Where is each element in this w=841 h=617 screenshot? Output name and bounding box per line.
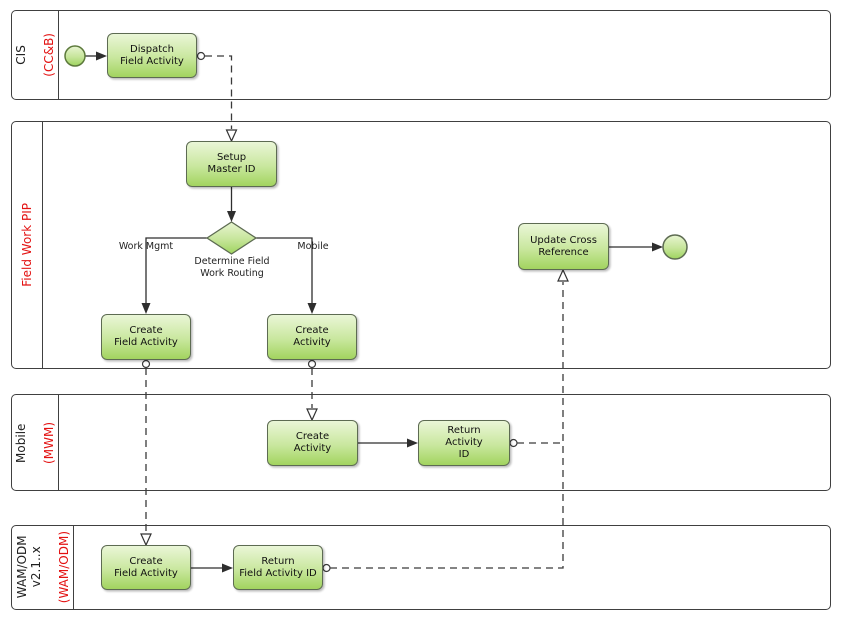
task-create-activity-mwm-label: Create Activity [293, 431, 332, 454]
lane-cis-system-text: CIS [14, 45, 28, 65]
task-return-field-activity-id-label: Return Field Activity ID [239, 555, 317, 579]
task-return-activity-id-label: Return Activity ID [445, 425, 483, 460]
task-update-cross-reference: Update Cross Reference [518, 223, 609, 270]
task-create-activity-pip: Create Activity [267, 314, 357, 360]
lane-field-work-pip-label-column: Field Work PIP [12, 122, 43, 368]
lane-cis-label-column: CIS (CC&B) [12, 11, 59, 99]
task-create-activity-mwm: Create Activity [267, 420, 358, 466]
task-create-field-activity-wam: Create Field Activity [101, 545, 191, 590]
task-return-field-activity-id: Return Field Activity ID [233, 545, 323, 590]
lane-field-work-pip-label: Field Work PIP [6, 203, 48, 287]
branch-label-mobile: Mobile [297, 241, 329, 252]
lane-wam-odm-system-text: WAM/ODM v2.1..x [14, 536, 43, 599]
task-create-field-activity-pip-label: Create Field Activity [114, 325, 178, 348]
task-dispatch-field-activity-label: Dispatch Field Activity [120, 43, 184, 67]
gateway-label: Determine Field Work Routing [194, 256, 270, 279]
lane-wam-odm-label: WAM/ODM v2.1..x (WAM/ODM) [1, 531, 85, 603]
task-dispatch-field-activity: Dispatch Field Activity [107, 33, 197, 78]
task-create-field-activity-wam-label: Create Field Activity [114, 555, 178, 579]
lane-wam-odm-sub-text: (WAM/ODM) [56, 531, 71, 604]
lane-field-work-pip-text: Field Work PIP [20, 203, 34, 287]
lane-mobile-system-text: Mobile [14, 422, 28, 463]
lane-wam-odm-label-column: WAM/ODM v2.1..x (WAM/ODM) [12, 526, 74, 609]
lane-mobile-sub-text: (MWM) [42, 421, 56, 464]
lane-mobile-label-column: Mobile (MWM) [12, 395, 59, 490]
task-setup-master-id-label: Setup Master ID [207, 152, 256, 175]
task-setup-master-id: Setup Master ID [186, 141, 277, 187]
lane-mobile-label: Mobile (MWM) [0, 422, 70, 464]
branch-label-work-mgmt: Work Mgmt [118, 241, 174, 252]
task-create-field-activity-pip: Create Field Activity [101, 314, 191, 360]
lane-cis-sub-text: (CC&B) [42, 33, 56, 77]
task-update-cross-reference-label: Update Cross Reference [530, 234, 597, 258]
lane-cis-label: CIS (CC&B) [0, 33, 70, 77]
task-return-activity-id: Return Activity ID [418, 420, 510, 466]
task-create-activity-pip-label: Create Activity [293, 325, 331, 348]
